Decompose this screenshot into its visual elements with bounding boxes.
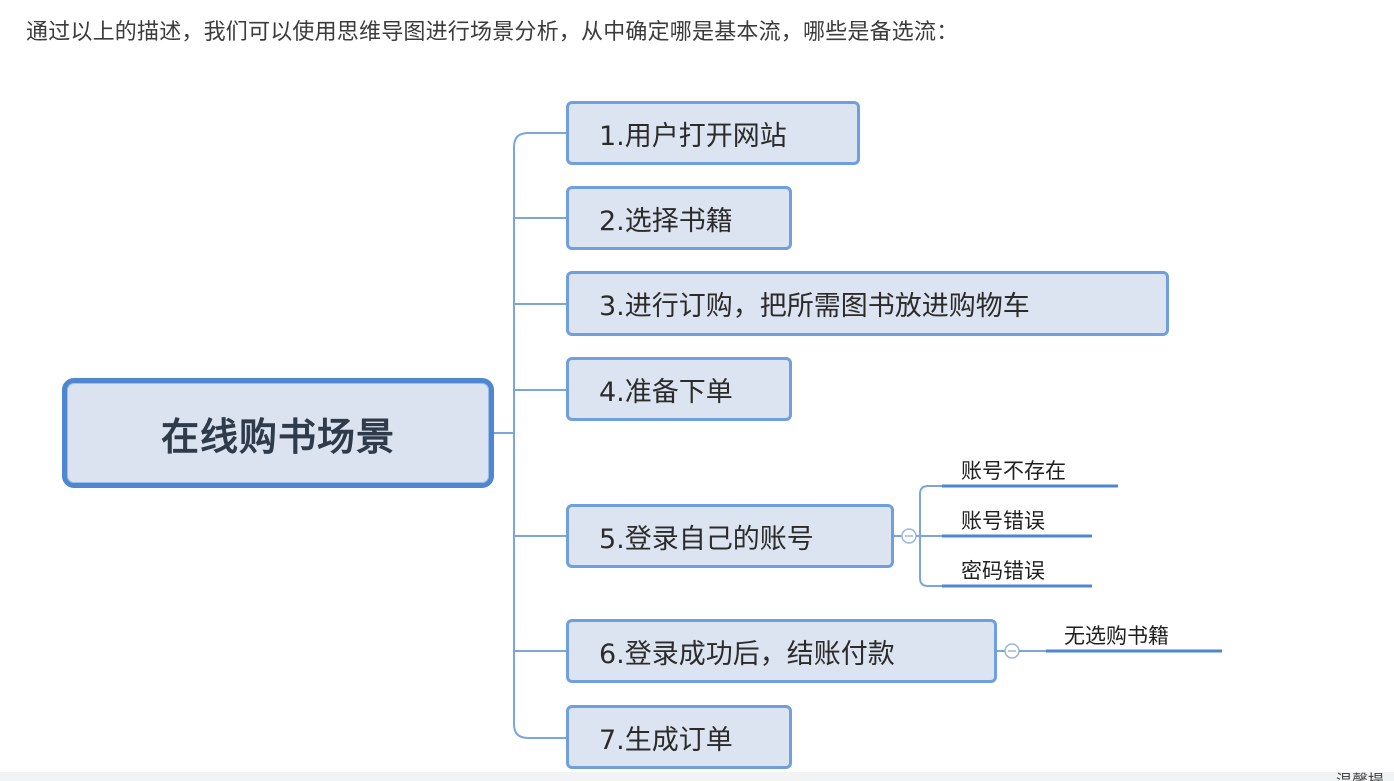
step-node-3[interactable]: 3.进行订购，把所需图书放进购物车 [566,271,1169,336]
step-node-4[interactable]: 4.准备下单 [566,357,792,421]
root-label: 在线购书场景 [160,414,395,459]
step-node-1[interactable]: 1.用户打开网站 [566,101,860,165]
alt-node-account-wrong[interactable]: 账号错误 [961,509,1045,533]
step-label: 1.用户打开网站 [599,120,787,152]
step-label: 2.选择书籍 [599,205,733,237]
root-node[interactable]: 在线购书场景 [62,378,494,488]
step-label: 4.准备下单 [599,376,733,408]
bottom-bar [0,772,1394,781]
login-alt-connector [916,485,942,587]
step-label: 3.进行订购，把所需图书放进购物车 [599,291,1030,322]
step-node-7[interactable]: 7.生成订单 [566,705,792,769]
step-label: 7.生成订单 [599,724,733,756]
alt-node-password-wrong[interactable]: 密码错误 [961,559,1045,583]
alt-node-no-books[interactable]: 无选购书籍 [1064,624,1169,648]
corner-hint-text: 温馨提 [1336,771,1385,781]
alt-node-account-not-exist[interactable]: 账号不存在 [961,459,1066,483]
intro-text: 通过以上的描述，我们可以使用思维导图进行场景分析，从中确定哪是基本流，哪些是备选… [26,20,959,45]
step-label: 5.登录自己的账号 [599,523,814,555]
trunk-line [513,132,566,739]
step-node-6[interactable]: 6.登录成功后，结账付款 [566,619,997,683]
step-node-5[interactable]: 5.登录自己的账号 [566,504,894,568]
step-label: 6.登录成功后，结账付款 [599,638,895,670]
step-node-2[interactable]: 2.选择书籍 [566,186,792,250]
